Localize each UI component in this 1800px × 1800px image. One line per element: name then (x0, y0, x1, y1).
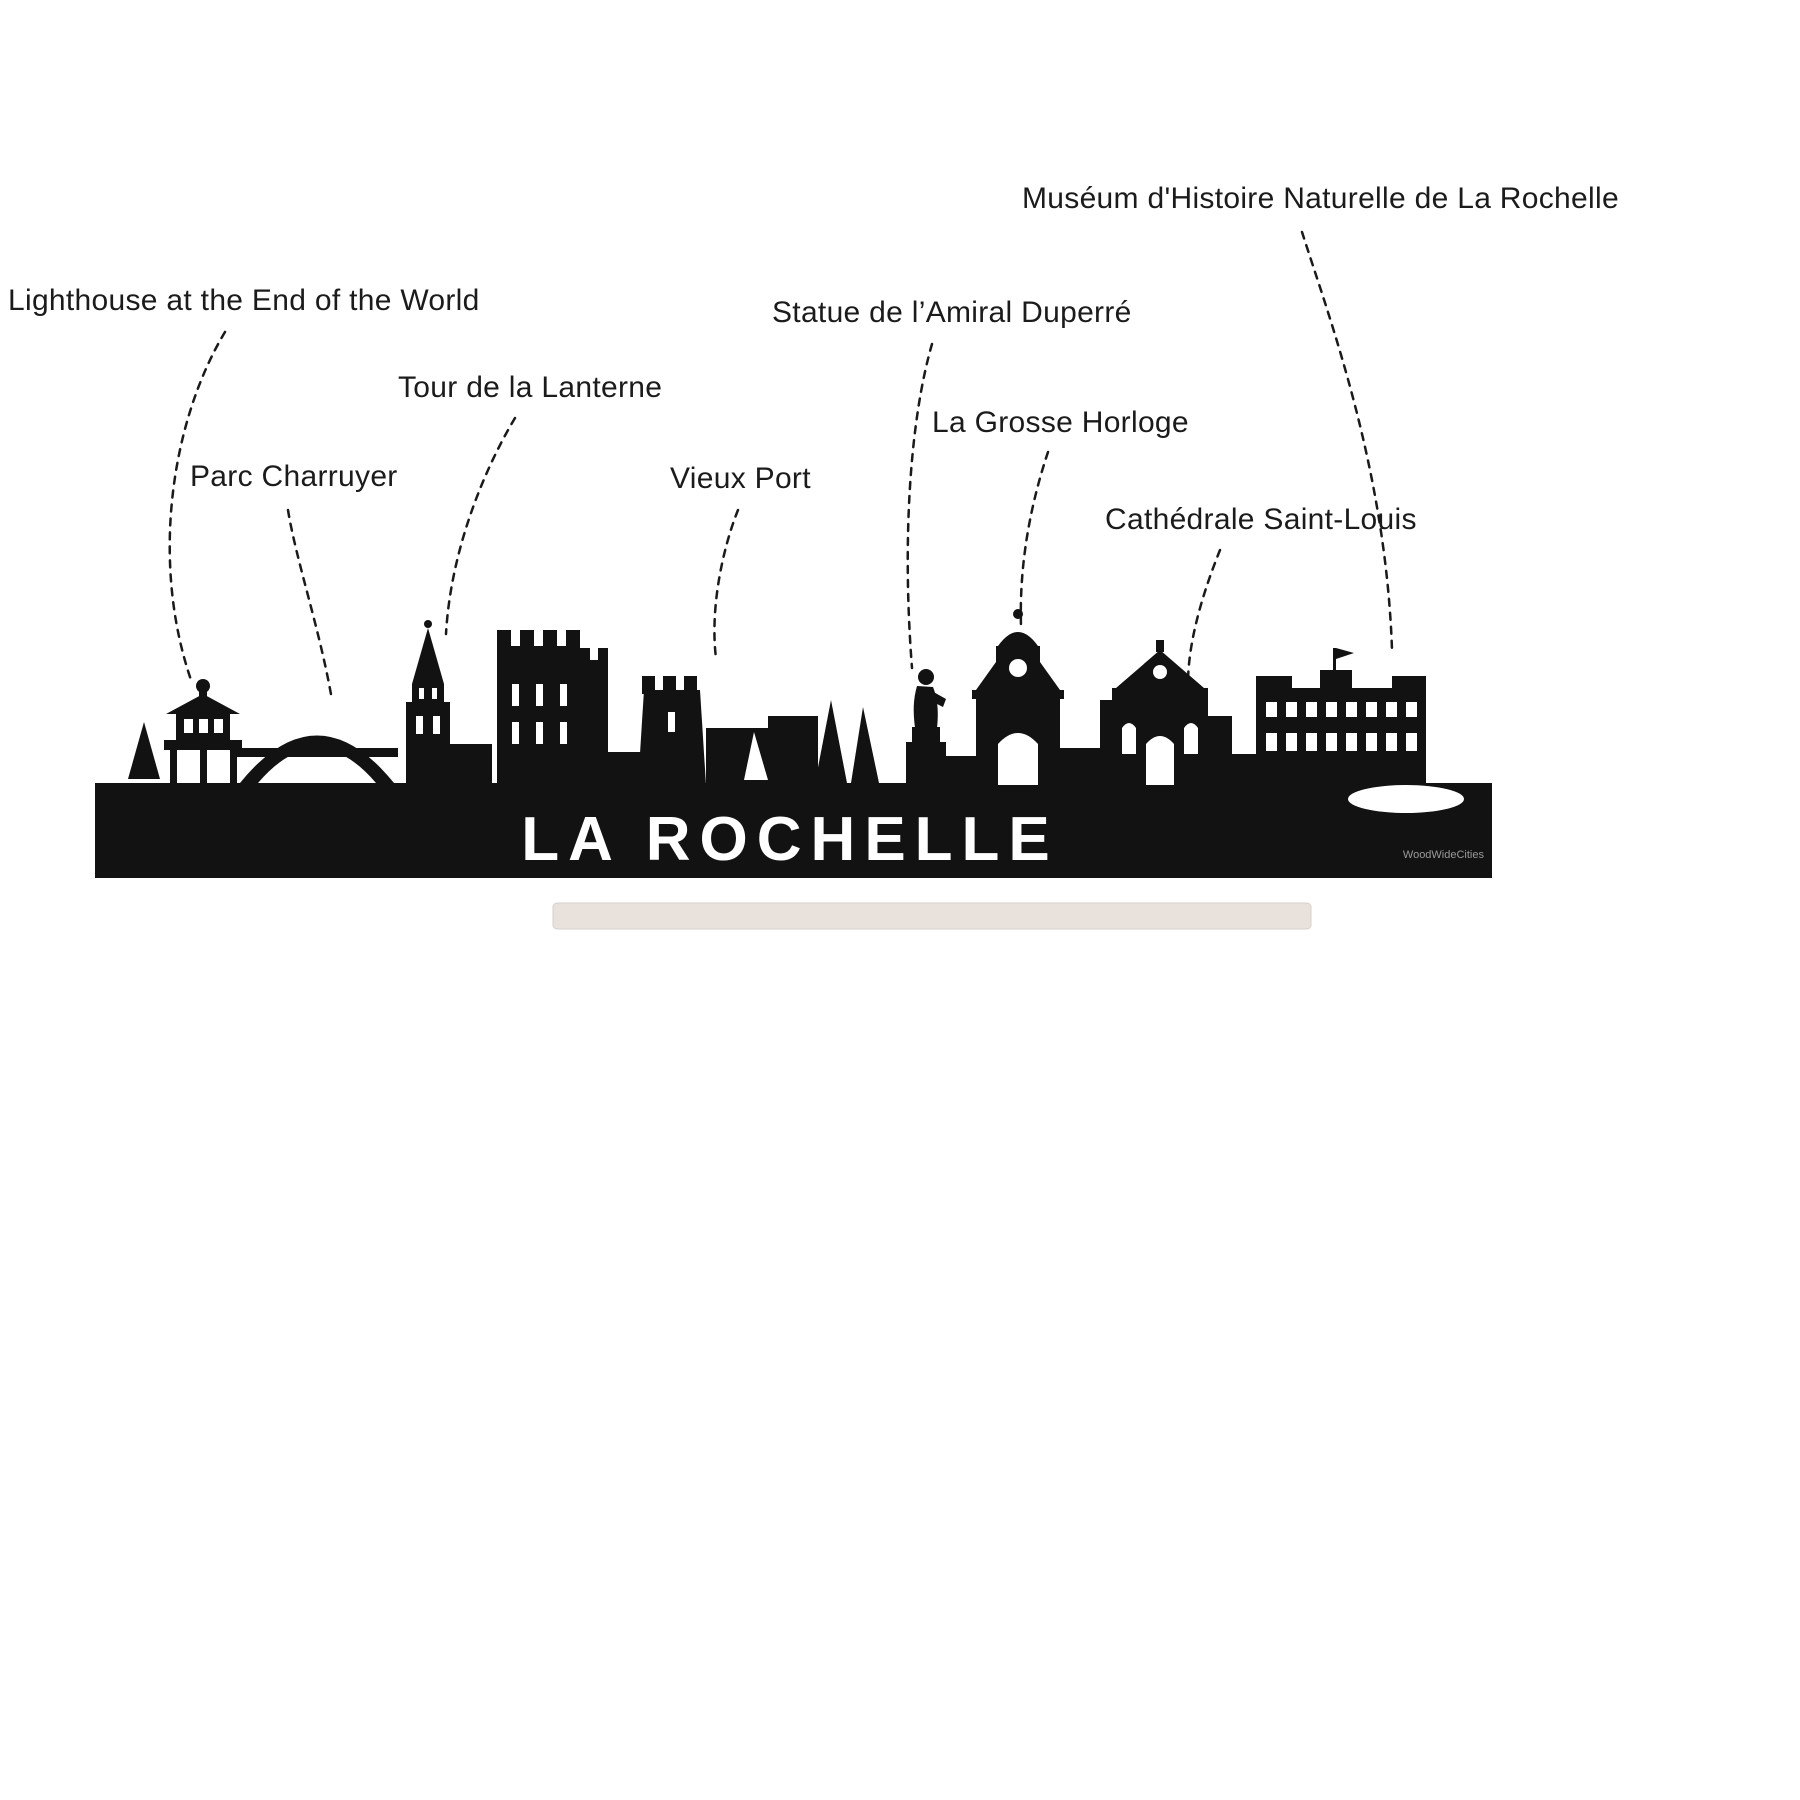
cathedrale-silhouette (1100, 640, 1258, 785)
display-stand (552, 902, 1312, 930)
leader-line-parc (286, 508, 334, 702)
leader-line-lighthouse (168, 330, 227, 682)
lighthouse-silhouette (164, 679, 242, 785)
leader-line-horloge (1019, 450, 1050, 628)
museum-silhouette (1256, 648, 1426, 785)
skyline-silhouette: LA ROCHELLE WoodWideCities (95, 609, 1492, 878)
leader-line-museum (1300, 230, 1394, 652)
label-museum: Muséum d'Histoire Naturelle de La Rochel… (1022, 182, 1619, 215)
label-horloge: La Grosse Horloge (932, 406, 1189, 439)
grosse-horloge-silhouette (972, 609, 1100, 785)
tour-de-la-lanterne-silhouette (406, 620, 492, 785)
label-lighthouse: Lighthouse at the End of the World (8, 284, 480, 317)
label-statue: Statue de l’Amiral Duperré (772, 296, 1132, 329)
statue-silhouette (906, 669, 976, 785)
city-title: LA ROCHELLE (521, 805, 1059, 874)
harbour-sails-silhouette (706, 700, 879, 785)
leader-line-cathedrale (1186, 548, 1222, 686)
watermark-text: WoodWideCities (1403, 849, 1485, 861)
label-vieux-port: Vieux Port (670, 462, 811, 495)
leader-line-statue (906, 342, 934, 670)
leader-line-lanterne (444, 416, 517, 636)
bridge-silhouette (236, 735, 398, 783)
skyline-base (95, 783, 1492, 878)
pond-cutout (1348, 785, 1464, 813)
sailboat-silhouette (128, 722, 160, 779)
leader-lines (168, 230, 1394, 702)
label-lanterne: Tour de la Lanterne (398, 371, 663, 404)
round-tower-silhouette (638, 676, 706, 785)
leader-line-vieux-port (713, 508, 740, 660)
castle-tower-silhouette (497, 630, 642, 785)
label-parc: Parc Charruyer (190, 460, 398, 493)
label-cathedrale: Cathédrale Saint-Louis (1105, 503, 1417, 536)
